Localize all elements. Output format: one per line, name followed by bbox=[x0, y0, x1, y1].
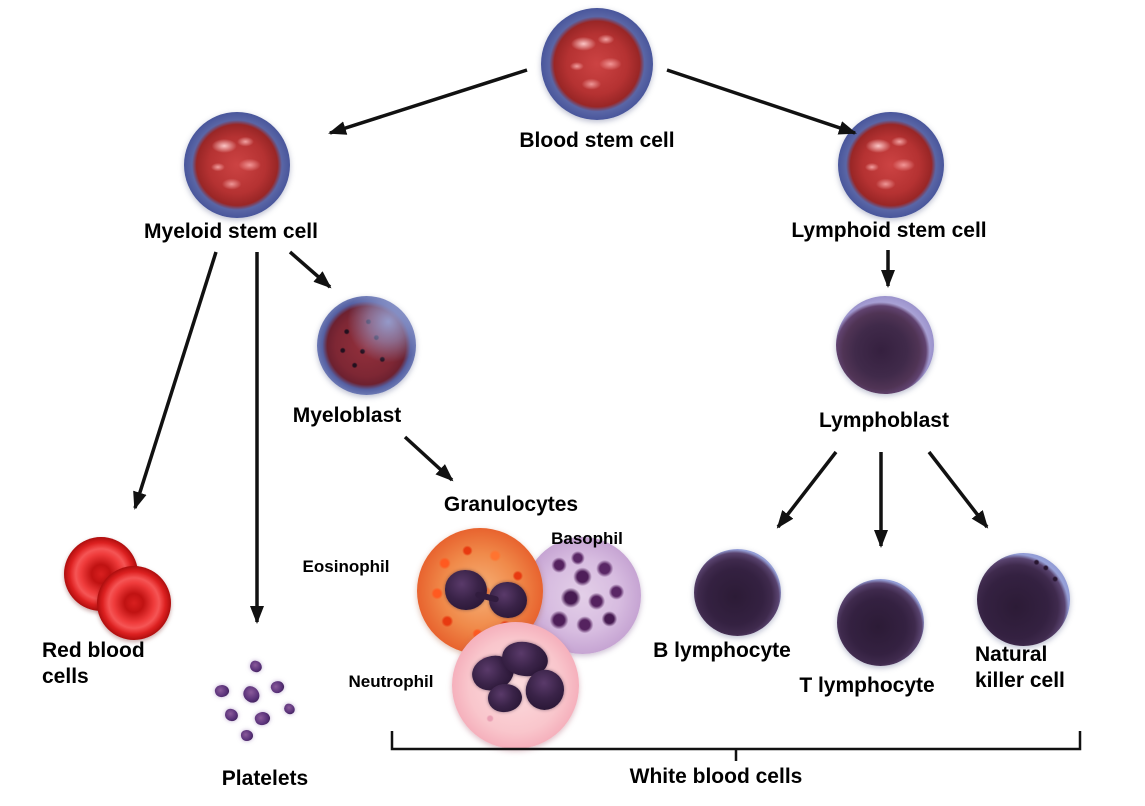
platelet-speck bbox=[253, 709, 272, 728]
lymphoblast-label: Lymphoblast bbox=[819, 409, 949, 432]
blood-stem-cell-label: Blood stem cell bbox=[519, 129, 675, 152]
arrow-blood-stem-to-myeloid bbox=[328, 68, 528, 135]
lymphoid-stem-cell-figure bbox=[838, 112, 944, 218]
myeloblast-figure bbox=[317, 296, 416, 395]
red-blood-cells-label: Red blood cells bbox=[42, 639, 145, 689]
platelet-speck bbox=[240, 729, 254, 742]
platelet-speck bbox=[224, 707, 239, 723]
arrow-myeloid-to-red-blood-cells bbox=[133, 251, 218, 510]
lymphoid-stem-cell-label: Lymphoid stem cell bbox=[791, 219, 987, 242]
lymphoblast-figure bbox=[836, 296, 934, 394]
natural-killer-cell-label: Natural killer cell bbox=[975, 643, 1065, 693]
basophil-label: Basophil bbox=[551, 529, 623, 548]
eosinophil-label: Eosinophil bbox=[302, 557, 390, 576]
red-blood-cell-figure-2 bbox=[97, 566, 171, 640]
eosinophil-figure bbox=[417, 528, 543, 654]
platelets-label: Platelets bbox=[221, 767, 309, 790]
myeloid-stem-cell-label: Myeloid stem cell bbox=[144, 220, 318, 243]
myeloblast-label: Myeloblast bbox=[292, 404, 402, 427]
neutrophil-label: Neutrophil bbox=[348, 672, 434, 691]
t-lymphocyte-label: T lymphocyte bbox=[799, 674, 935, 697]
natural-killer-cell-figure bbox=[977, 553, 1070, 646]
t-lymphocyte-figure bbox=[837, 579, 924, 666]
arrow-myeloid-to-myeloblast bbox=[288, 250, 332, 289]
platelet-speck bbox=[248, 659, 264, 674]
arrow-myeloblast-to-granulocytes bbox=[403, 435, 454, 482]
granulocytes-label: Granulocytes bbox=[443, 493, 579, 516]
arrow-lymphoblast-to-b-lymphocyte bbox=[776, 450, 838, 529]
white-blood-cells-label: White blood cells bbox=[629, 765, 803, 788]
arrow-blood-stem-to-lymphoid bbox=[666, 68, 857, 135]
platelet-speck bbox=[282, 702, 297, 716]
myeloid-stem-cell-figure bbox=[184, 112, 290, 218]
blood-stem-cell-figure bbox=[541, 8, 653, 120]
arrow-lymphoblast-to-nk-cell bbox=[927, 450, 989, 529]
platelet-speck bbox=[213, 683, 231, 699]
b-lymphocyte-label: B lymphocyte bbox=[653, 639, 791, 662]
neutrophil-figure bbox=[452, 622, 579, 749]
platelet-speck bbox=[268, 678, 287, 696]
platelets-figure bbox=[205, 655, 315, 750]
platelet-speck bbox=[240, 683, 263, 706]
eosinophil-nucleus-lobe bbox=[445, 570, 487, 610]
b-lymphocyte-figure bbox=[694, 549, 781, 636]
